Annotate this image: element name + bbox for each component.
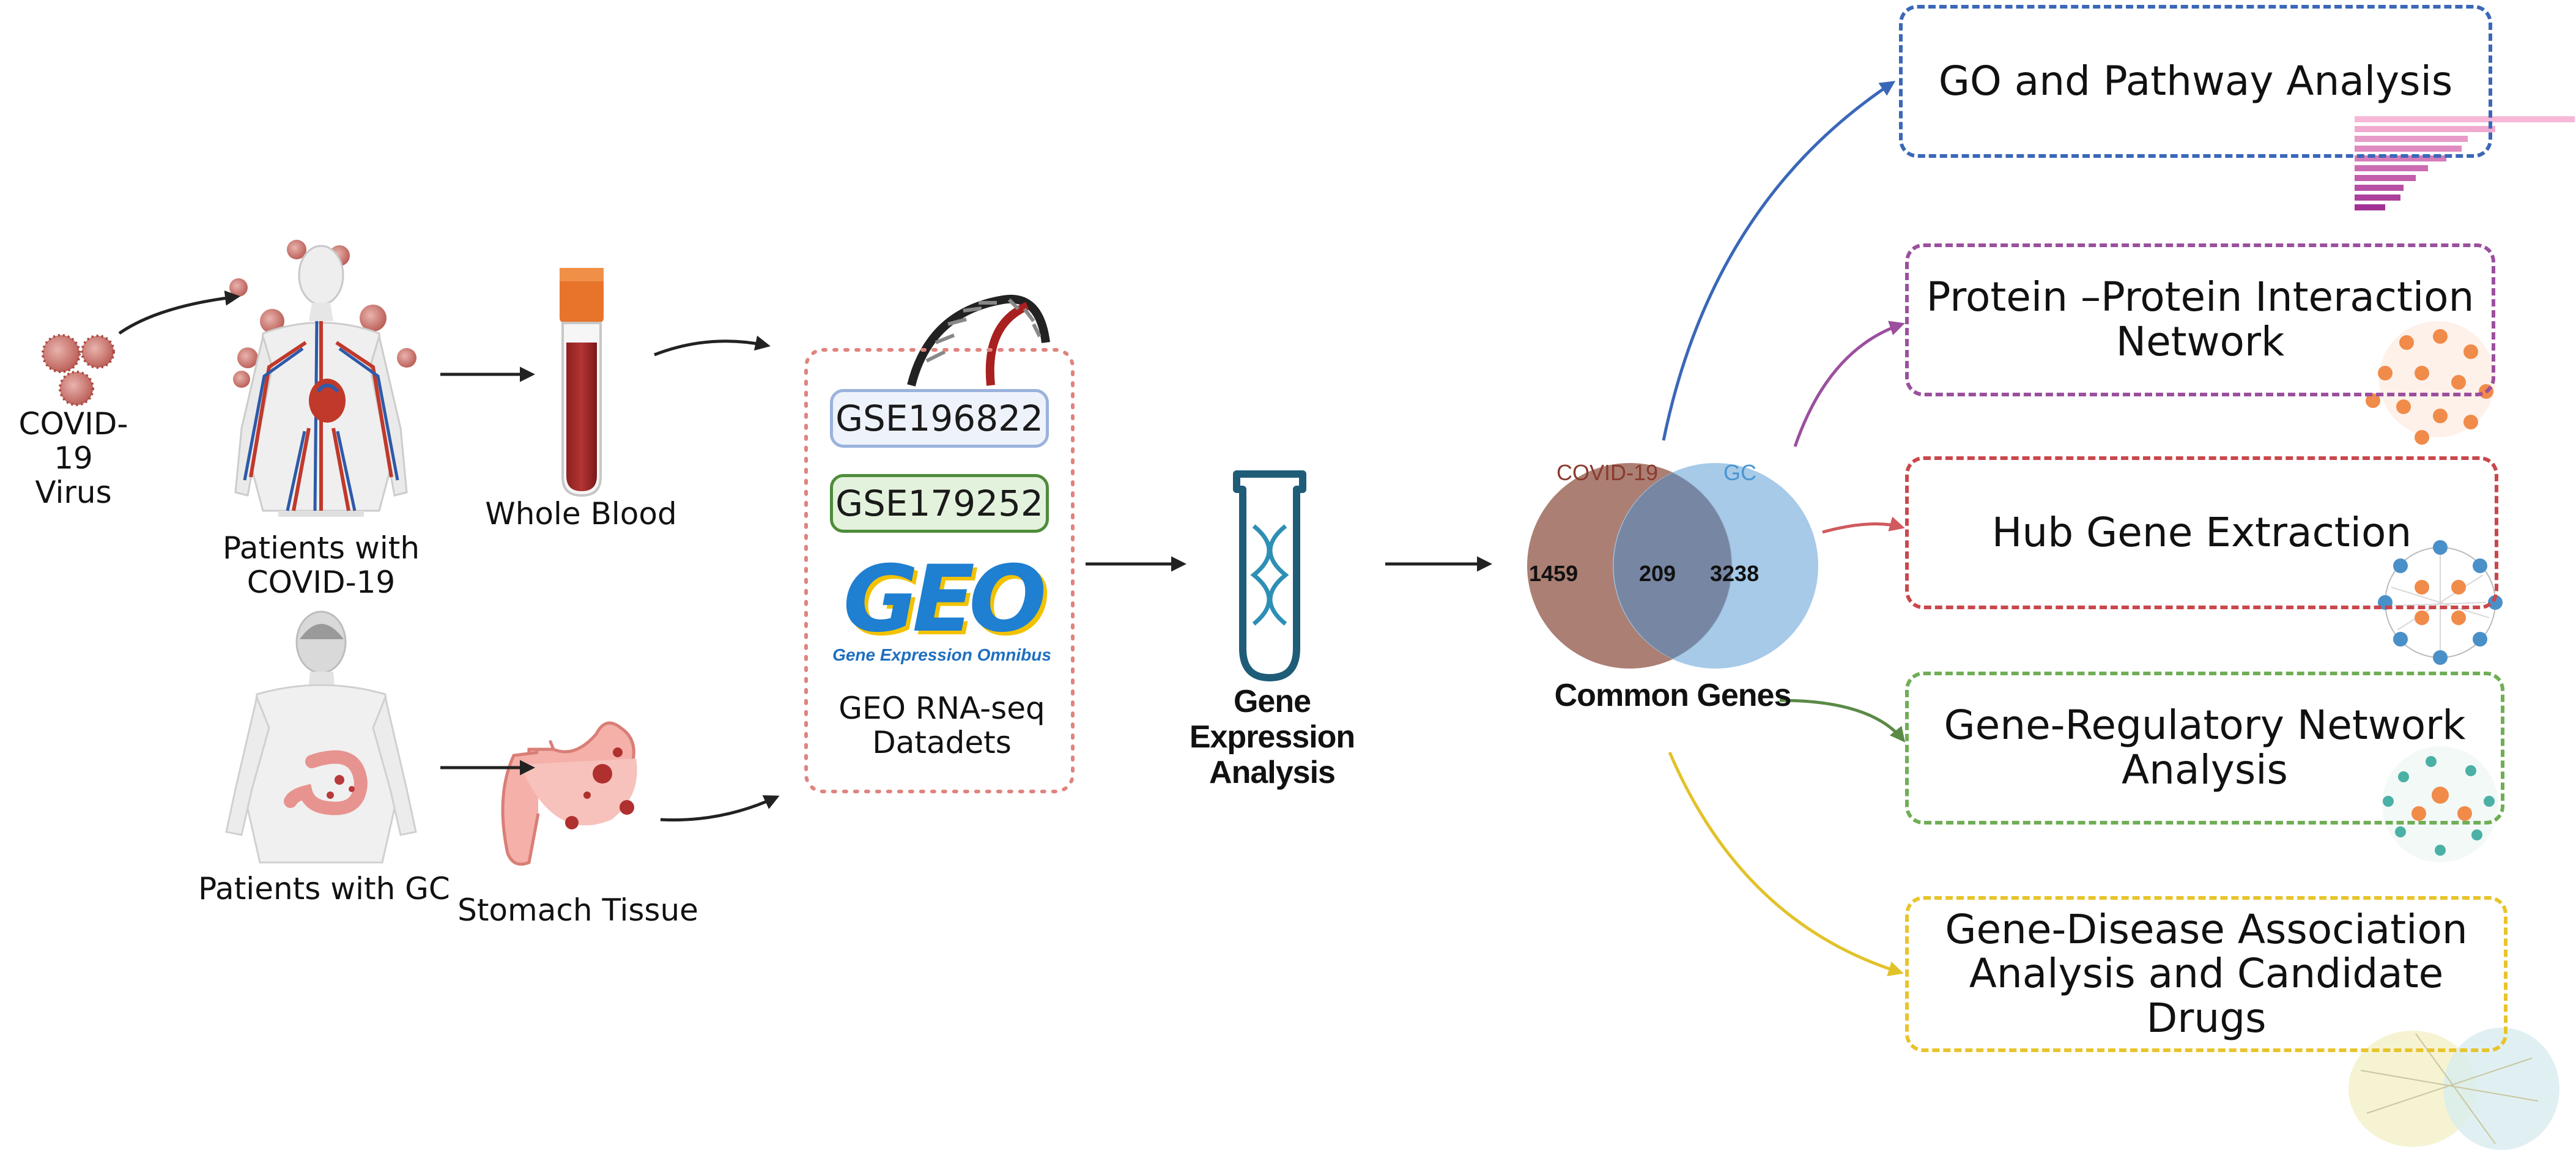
gene-expression-analysis-label: Gene Expression Analysis [1189, 684, 1355, 791]
blood-tube-icon [560, 268, 604, 497]
output-hub-gene-label: Hub Gene Extraction [1991, 508, 2412, 556]
geo-logo-text: GEO [843, 546, 1046, 653]
arrow-virus-to-patient [118, 290, 240, 335]
venn-overlap [1613, 473, 1732, 659]
test-tube-dna-icon [1233, 470, 1306, 681]
stomach-tissue-label: Stomach Tissue [457, 892, 698, 928]
dataset-container [804, 348, 1075, 793]
virus-icon [42, 334, 115, 406]
geo-logo: GEO Gene Expression Omnibus [823, 554, 1061, 665]
arrow-to-grn [1779, 699, 1906, 743]
output-gene-disease-label: Gene-Disease Association Analysis and Ca… [1945, 905, 2468, 1042]
venn-only-a-count: 1459 [1529, 561, 1579, 586]
output-grn-analysis: Gene-Regulatory Network Analysis [1905, 672, 2504, 825]
arrow-to-ppi [1793, 321, 1905, 447]
venn-set-a-label: COVID-19 [1556, 460, 1659, 485]
output-grn-analysis-label: Gene-Regulatory Network Analysis [1944, 702, 2466, 793]
output-go-pathway: GO and Pathway Analysis [1899, 5, 2492, 158]
output-ppi-network-label: Protein –Protein Interaction Network [1926, 273, 2474, 365]
gene-disease-network-thumbnail [2348, 1028, 2559, 1150]
arrow-blood-to-dataset [654, 335, 771, 357]
arrow-to-go-pathway [1662, 81, 1896, 441]
grn-network-thumbnail [2382, 746, 2498, 862]
output-ppi-network: Protein –Protein Interaction Network [1905, 243, 2495, 396]
human-body-gc-icon [225, 610, 417, 864]
common-genes-label: Common Genes [1554, 678, 1792, 713]
stomach-icon [501, 721, 637, 866]
output-go-pathway-label: GO and Pathway Analysis [1938, 57, 2453, 105]
venn-set-b-label: GC [1723, 460, 1756, 485]
human-body-covid-icon [234, 245, 408, 517]
dataset-gse179252: GSE179252 [830, 474, 1049, 533]
output-hub-gene: Hub Gene Extraction [1905, 456, 2498, 609]
output-gene-disease: Gene-Disease Association Analysis and Ca… [1905, 896, 2508, 1052]
arrow-to-hub-gene [1822, 516, 1905, 534]
dataset-gse196822: GSE196822 [830, 389, 1049, 448]
virus-label: COVID-19 Virus [18, 406, 128, 510]
venn-only-b-count: 3238 [1710, 561, 1760, 586]
geo-logo-subtitle: Gene Expression Omnibus [832, 645, 1051, 664]
dataset-caption: GEO RNA-seq Datadets [838, 691, 1045, 760]
arrow-to-gene-disease [1668, 752, 1904, 977]
dna-helix-icon [907, 294, 1050, 387]
whole-blood-label: Whole Blood [485, 496, 677, 532]
patients-gc-label: Patients with GC [198, 871, 450, 906]
venn-shared-count: 209 [1639, 561, 1676, 586]
arrow-stomach-to-dataset [660, 795, 780, 821]
bar-chart-thumbnail [2355, 116, 2575, 210]
patients-covid-label: Patients with COVID-19 [222, 530, 420, 600]
